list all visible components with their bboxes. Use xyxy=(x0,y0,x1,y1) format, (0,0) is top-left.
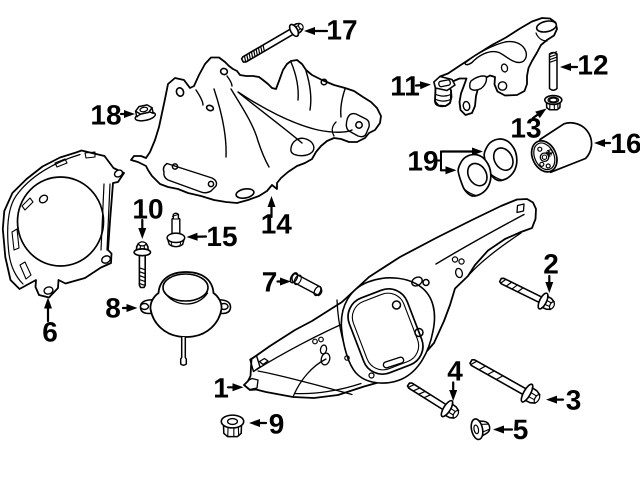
svg-text:10: 10 xyxy=(132,194,163,225)
svg-text:3: 3 xyxy=(566,385,582,416)
svg-text:18: 18 xyxy=(90,100,121,131)
svg-text:15: 15 xyxy=(206,221,237,252)
svg-text:2: 2 xyxy=(543,249,559,280)
svg-text:13: 13 xyxy=(510,113,541,144)
svg-text:1: 1 xyxy=(213,373,229,404)
svg-text:12: 12 xyxy=(577,50,608,81)
svg-text:11: 11 xyxy=(390,71,420,102)
svg-text:4: 4 xyxy=(447,356,463,387)
svg-text:9: 9 xyxy=(269,409,285,440)
svg-text:14: 14 xyxy=(261,208,293,239)
svg-text:19: 19 xyxy=(407,146,438,177)
svg-text:5: 5 xyxy=(513,414,529,445)
svg-text:8: 8 xyxy=(105,293,121,324)
svg-text:7: 7 xyxy=(262,267,278,298)
svg-text:16: 16 xyxy=(610,128,640,159)
svg-text:6: 6 xyxy=(42,317,58,348)
svg-text:17: 17 xyxy=(326,15,357,46)
